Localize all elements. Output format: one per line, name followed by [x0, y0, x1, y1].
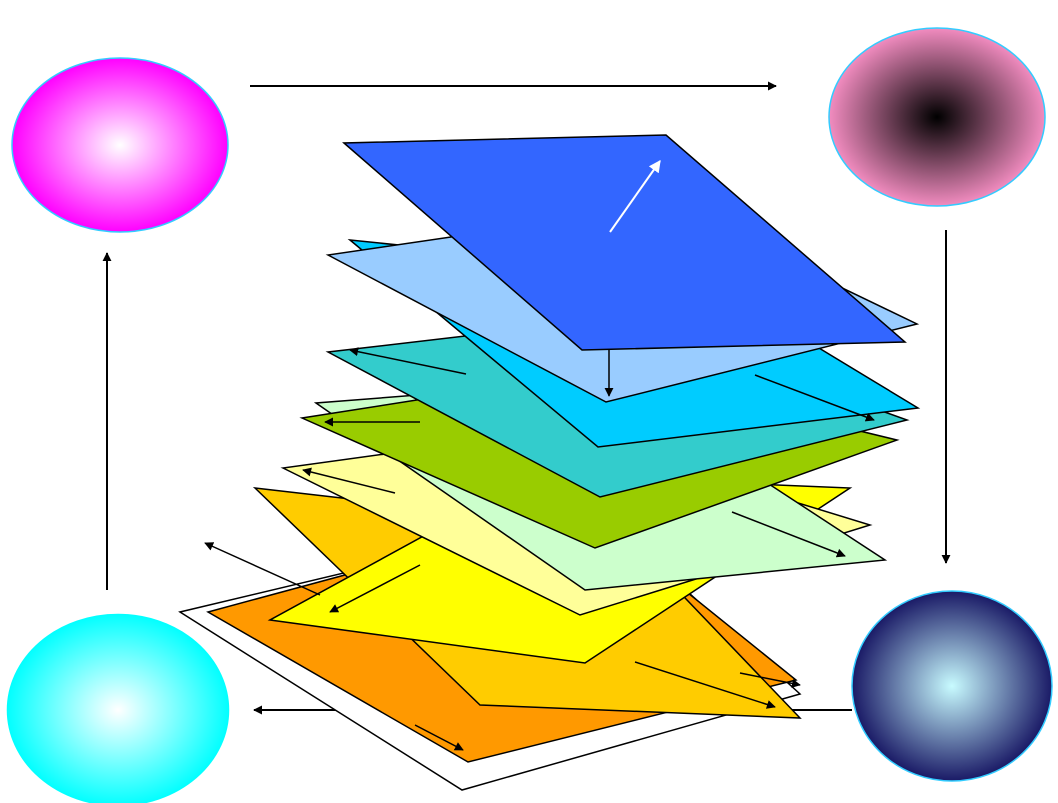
circle-top-right [828, 27, 1046, 207]
arrow-teal-left [349, 347, 467, 375]
layer-royal-blue [342, 134, 907, 351]
circle-top-left [11, 57, 229, 233]
circle-bottom-left [5, 612, 231, 803]
arrow-base-up-left [204, 542, 321, 596]
arrow-orange-right [739, 672, 801, 688]
arrow-up-white [609, 160, 661, 233]
arrow-pale-green-right [731, 511, 846, 558]
circle-bottom-right [851, 590, 1053, 782]
arrow-gold-right [634, 661, 776, 709]
layer-arrows [204, 160, 875, 751]
layer-stack [178, 134, 921, 791]
arrow-pale-yellow-left [302, 467, 396, 494]
arrow-sky-blue-right [754, 374, 875, 422]
arrow-orange-down [414, 724, 464, 751]
arrow-bright-yellow-down-left [329, 564, 421, 613]
